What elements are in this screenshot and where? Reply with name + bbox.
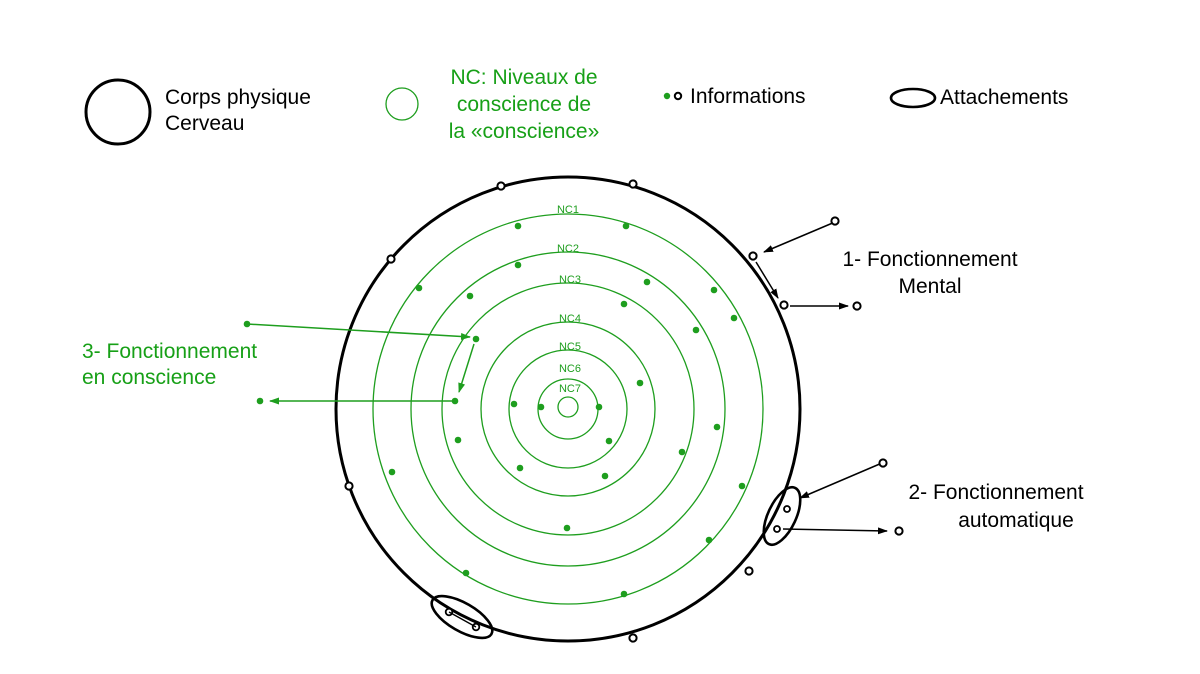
- info-dot: [595, 403, 603, 411]
- black-information-dots: [344, 179, 754, 643]
- info-dot: [514, 222, 522, 230]
- info-dot: [738, 482, 746, 490]
- info-dot: [510, 400, 518, 408]
- conscious-label-line2: en conscience: [82, 366, 216, 389]
- info-dot: [256, 397, 264, 405]
- info-dot-open: [744, 566, 754, 576]
- conscious-in-arrow: [246, 323, 471, 340]
- legend-nc-line1: NC: Niveaux de: [450, 66, 597, 89]
- green-information-dots: [388, 222, 746, 598]
- nc1-ring: [372, 213, 764, 605]
- info-dot: [620, 590, 628, 598]
- mental-in-arrow: [763, 221, 836, 253]
- green-dot-icon: [663, 92, 671, 100]
- info-dot-open: [628, 179, 638, 189]
- mental-label-line1: 1- Fonctionnement: [842, 248, 1017, 271]
- info-dot-open: [773, 525, 781, 533]
- lower-attachment-ellipse: [430, 594, 494, 640]
- attachment-ellipse-icon: [889, 87, 937, 109]
- info-dot: [730, 314, 738, 322]
- info-dot-open: [748, 251, 758, 261]
- nc2-ring: [410, 251, 726, 567]
- legend-body-line2: Cerveau: [165, 112, 244, 135]
- info-dot: [620, 300, 628, 308]
- nc5-label: NC5: [559, 341, 581, 353]
- info-dot: [415, 284, 423, 292]
- info-dot-open: [878, 458, 888, 468]
- conscious-label-line1: 3- Fonctionnement: [82, 340, 257, 363]
- info-dot: [636, 379, 644, 387]
- automatic-attachment: [762, 485, 802, 547]
- info-dot: [713, 423, 721, 431]
- conscious-flow: 3- Fonctionnement en conscience: [82, 320, 475, 405]
- lower-attachment-link: [448, 611, 477, 628]
- black-dot-icon: [673, 91, 683, 101]
- legend-information-label: Informations: [690, 85, 806, 108]
- conscious-inner-arrow: [458, 343, 475, 393]
- info-dot: [466, 292, 474, 300]
- info-dot-open: [344, 481, 354, 491]
- mental-inner-arrow: [755, 261, 779, 299]
- info-dot: [472, 335, 480, 343]
- nc3-ring: [441, 282, 695, 536]
- nc4-label: NC4: [559, 313, 581, 325]
- nc2-label: NC2: [557, 243, 579, 255]
- legend-nc-line2: conscience de: [457, 93, 591, 116]
- nc1-label: NC1: [557, 204, 579, 216]
- info-dot-open: [783, 505, 791, 513]
- nc5-ring: [508, 349, 628, 469]
- automatic-in-arrow: [799, 462, 883, 499]
- mental-label-line2: Mental: [898, 275, 961, 298]
- info-dot-open: [830, 216, 840, 226]
- info-dot: [692, 326, 700, 334]
- info-dot: [537, 403, 545, 411]
- nc7-label: NC7: [559, 383, 581, 395]
- body-outer-circle: [334, 175, 802, 643]
- body-circle-icon: [84, 78, 152, 146]
- nc7-ring: [557, 396, 579, 418]
- nc4-ring: [480, 321, 656, 497]
- info-dot: [605, 437, 613, 445]
- info-dot: [462, 569, 470, 577]
- nc6-label: NC6: [559, 363, 581, 375]
- info-dot-open: [894, 526, 904, 536]
- info-dot: [514, 261, 522, 269]
- legend-attachment-label: Attachements: [940, 86, 1068, 109]
- info-dot: [705, 536, 713, 544]
- nc3-label: NC3: [559, 274, 581, 286]
- automatic-out-arrow: [782, 527, 888, 535]
- legend: Corps physique Cerveau NC: Niveaux de co…: [84, 66, 1068, 146]
- info-dot-open: [628, 633, 638, 643]
- info-dot: [643, 278, 651, 286]
- automatic-label-line2: automatique: [958, 509, 1074, 532]
- info-dot: [678, 448, 686, 456]
- legend-body-line1: Corps physique: [165, 86, 311, 109]
- info-dot: [601, 472, 609, 480]
- info-dot: [454, 436, 462, 444]
- info-dot: [710, 286, 718, 294]
- legend-nc-line3: la «conscience»: [449, 120, 600, 143]
- info-dot: [563, 524, 571, 532]
- info-dot-open: [496, 181, 506, 191]
- info-dot-open: [852, 301, 862, 311]
- info-dot-open: [779, 300, 789, 310]
- nc-circle-icon: [385, 87, 419, 121]
- automatic-flow: 2- Fonctionnement automatique: [762, 458, 1084, 547]
- brain-rings: [334, 175, 802, 643]
- automatic-label-line1: 2- Fonctionnement: [908, 481, 1083, 504]
- info-dot: [451, 397, 459, 405]
- info-dot: [622, 222, 630, 230]
- ring-labels: NC1 NC2 NC3 NC4 NC5 NC6 NC7: [557, 204, 581, 395]
- mental-flow: 1- Fonctionnement Mental: [748, 216, 1018, 311]
- info-dot-open: [386, 254, 396, 264]
- lower-attachment: [430, 594, 494, 640]
- info-dot: [516, 464, 524, 472]
- info-dot: [388, 468, 396, 476]
